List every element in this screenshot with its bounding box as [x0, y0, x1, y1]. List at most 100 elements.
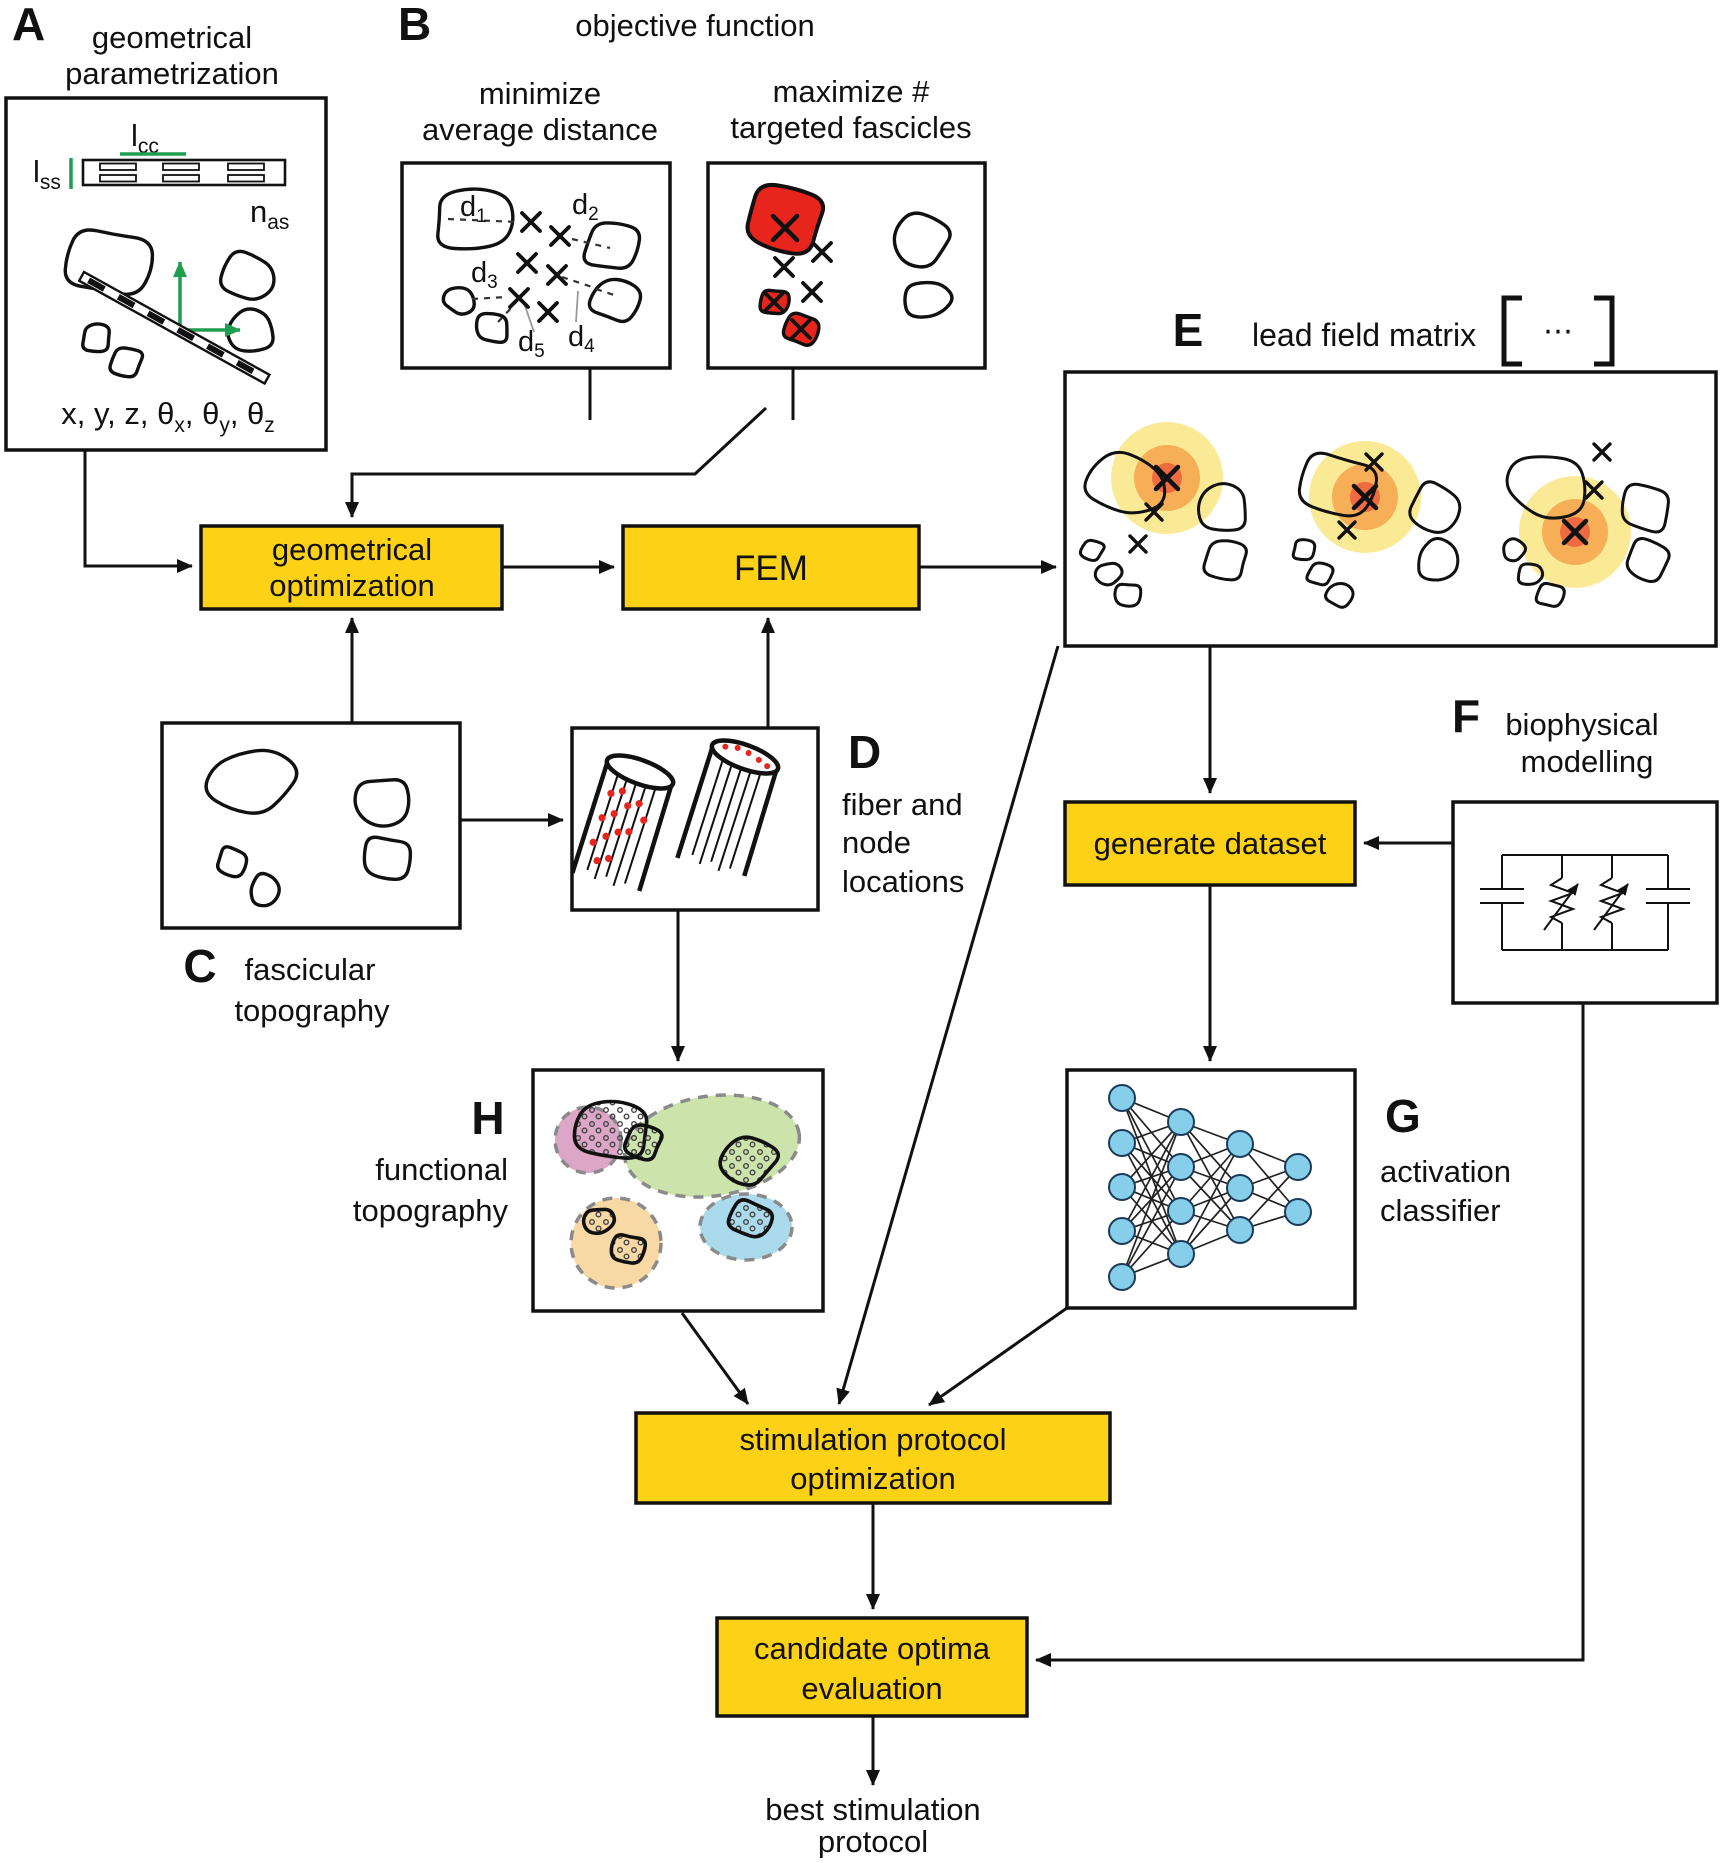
nn-edge [1121, 1166, 1182, 1278]
x-marker [508, 287, 530, 309]
nn-node [1226, 1216, 1254, 1244]
arrow-h-to-stimopt [680, 1312, 750, 1405]
best-protocol-label1: best stimulation [765, 1792, 980, 1827]
fascicle-outline [474, 311, 509, 345]
stimulation-protocol-label1: stimulation protocol [739, 1422, 1006, 1457]
d5-leader [523, 302, 535, 333]
nn-node [1108, 1129, 1136, 1157]
active-site [99, 162, 137, 171]
matrix-bracket-right [1594, 295, 1615, 367]
x-marker [549, 225, 571, 247]
nn-node [1108, 1263, 1136, 1291]
fascicle-outline [587, 277, 643, 324]
panel-e-letter: E [1173, 304, 1204, 356]
x-marker [1364, 452, 1384, 472]
arrow-a-to-geoopt [83, 450, 193, 573]
tube-cap [604, 753, 676, 791]
maximize-fascicles-art [745, 182, 954, 347]
fiber-line [691, 757, 725, 856]
arrow-leadfield-to-stimopt [836, 645, 1060, 1405]
panel-d-label2: node [842, 825, 911, 860]
nn-node [1226, 1130, 1254, 1158]
node-dot [602, 832, 610, 840]
best-protocol-label2: protocol [818, 1824, 928, 1858]
x-marker [773, 256, 795, 278]
fascicle-outline [1502, 537, 1528, 563]
fascicle-outline [1083, 450, 1167, 515]
x-marker [520, 211, 542, 233]
inserted-electrode [77, 270, 272, 386]
d4-leader [575, 290, 579, 323]
node-dot [635, 800, 643, 808]
lead-field-sample [1291, 441, 1462, 609]
neural-network [1108, 1084, 1312, 1291]
node-dot [614, 828, 622, 836]
nn-edge [1180, 1121, 1241, 1231]
fascicle-outline [1324, 582, 1355, 609]
fascicle-outline [1291, 538, 1317, 562]
panel-c: C fascicular topography [160, 721, 462, 1028]
fascicle-outline [892, 211, 952, 269]
nn-edge [1121, 1121, 1182, 1188]
objective1-title-line1: minimize [479, 76, 601, 111]
node-dot [764, 763, 771, 770]
fascicle-outline [1113, 582, 1143, 608]
x-marker [1592, 442, 1612, 462]
pose-parameters: x, y, z, θx, θy, θz [61, 396, 275, 437]
d5-label: d5 [518, 326, 545, 362]
nn-edge [1180, 1143, 1241, 1212]
fascicle-outline [903, 280, 954, 319]
fiber-line [710, 764, 744, 863]
fascicle-outline [1620, 482, 1670, 534]
node-dot [640, 816, 648, 824]
nn-node [1167, 1108, 1195, 1136]
objective2-title-line1: maximize # [773, 74, 931, 109]
node-dot [745, 749, 752, 756]
panel-g-letter: G [1385, 1090, 1421, 1142]
nn-node [1108, 1217, 1136, 1245]
panel-a-title-line2: parametrization [65, 56, 279, 91]
membrane-circuit [1480, 854, 1690, 951]
fascicle-outline [1505, 455, 1587, 520]
panel-f: F biophysical modelling [1451, 690, 1719, 1005]
x-marker [801, 281, 823, 303]
minimize-distance-art [436, 187, 643, 345]
node-dot [604, 854, 613, 863]
connectors [83, 368, 1585, 1786]
geometrical-optimization-label1: geometrical [272, 532, 432, 567]
active-site [227, 162, 265, 171]
resistor-1 [1548, 877, 1576, 924]
fem-label: FEM [734, 549, 808, 588]
stimulation-protocol-label2: optimization [790, 1461, 955, 1496]
panel-f-letter: F [1452, 690, 1480, 742]
fiber-line [586, 772, 620, 871]
panel-a-letter: A [12, 0, 45, 50]
fascicle-outline [1305, 561, 1335, 587]
x-marker [811, 241, 833, 263]
panel-e-title: lead field matrix [1252, 317, 1476, 353]
nn-node [1284, 1153, 1312, 1181]
fiber-line [698, 760, 734, 865]
x-marker [546, 264, 568, 286]
x-marker [790, 318, 812, 340]
fascicle-outline [622, 1123, 664, 1162]
fascicle-outline [249, 871, 281, 908]
d4-label: d4 [568, 321, 595, 357]
node-dot [618, 787, 626, 795]
panel-h-label1: functional [375, 1152, 508, 1187]
fascicle-outline [1516, 562, 1545, 586]
nn-node [1167, 1197, 1195, 1225]
nn-edge [1180, 1143, 1241, 1255]
fascicle-outline [718, 1135, 781, 1187]
generate-dataset-box [1063, 800, 1357, 887]
panel-d-label1: fiber and [842, 787, 963, 822]
active-site [99, 174, 137, 183]
node-dot [722, 743, 729, 750]
node-dot [625, 828, 633, 836]
panel-c-letter: C [183, 940, 216, 992]
panel-h: H functional topography [353, 1068, 825, 1313]
candidate-optima-label2: evaluation [801, 1671, 942, 1706]
x-marker [1337, 520, 1357, 540]
node-dot [607, 789, 615, 797]
